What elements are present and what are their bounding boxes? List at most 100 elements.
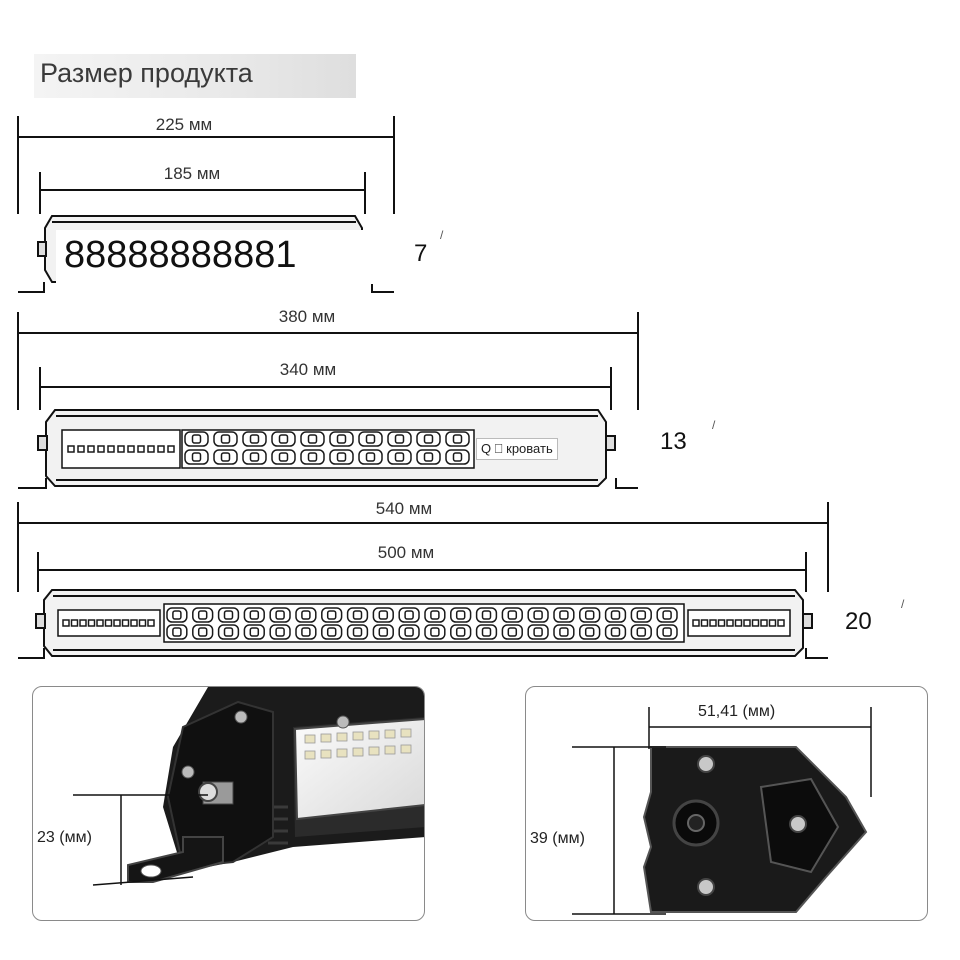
led-lens [223,627,234,637]
led-lens [191,434,202,444]
side-led [768,619,777,627]
side-led [137,445,145,453]
led-lens [172,610,182,620]
side-led [760,619,768,627]
bar2-side-label: 13 [660,428,687,455]
led-lens [197,610,208,620]
side-led [700,619,709,627]
led-lens [378,610,389,620]
led-lens [307,434,318,444]
led-lens [172,627,182,637]
side-led [147,619,155,627]
side-led [107,445,115,453]
bar3-outer-length-label: 540 мм [369,499,439,519]
side-led [113,619,121,627]
led-lens [352,627,363,637]
bar3-side-label: 20 [845,608,872,635]
led-lens [533,627,543,637]
led-lens [249,434,260,444]
led-lens [404,610,414,620]
led-lens [336,452,347,462]
led-lens [365,434,376,444]
bar2-outer-length-label: 380 мм [272,307,342,327]
led-lens [365,452,376,462]
led-lens [352,610,363,620]
led-lens [559,627,569,637]
led-lens [336,434,347,444]
led-lens [430,610,440,620]
led-lens [636,610,647,620]
side-led [79,619,87,627]
led-lens [301,610,311,620]
led-lens [191,452,202,462]
profile-detail-drawing [572,707,872,915]
led-lens [507,610,518,620]
side-led [751,619,760,627]
side-led [121,619,130,627]
led-lens [455,627,466,637]
side-led [777,619,785,627]
led-lens [610,610,621,620]
led-lens [197,627,208,637]
led-lens [404,627,414,637]
led-lens [452,452,463,462]
led-lens [278,452,289,462]
bar1-slash-mark: / [440,228,444,242]
mount-detail-drawing [73,687,424,886]
bar1-code-text: 88888888881 [56,230,382,284]
led-lens [326,610,337,620]
led-lens [533,610,543,620]
side-led [70,619,79,627]
side-led [157,445,165,453]
side-led [717,619,726,627]
led-lens [307,452,318,462]
side-led [138,619,147,627]
side-led [147,445,155,453]
led-lens [249,452,260,462]
led-lens [394,452,405,462]
led-lens [275,610,285,620]
led-lens [423,434,434,444]
profile-width-label: 51,41 (мм) [698,703,776,721]
led-lens [278,434,289,444]
side-led [734,619,743,627]
bar3-inner-length-label: 500 мм [371,543,441,563]
side-led [96,619,104,627]
led-lens [326,627,337,637]
led-lens [559,610,569,620]
page-title: Размер продукта [34,54,356,98]
led-lens [430,627,440,637]
side-led [62,619,70,627]
bar2-slash-mark: / [712,418,716,432]
side-led [743,619,751,627]
side-led [87,619,96,627]
led-lens [452,434,463,444]
led-lens [507,627,518,637]
led-lens [423,452,434,462]
led-lens [394,434,405,444]
led-lens [662,610,672,620]
side-led [692,619,700,627]
bar3-slash-mark: / [901,597,905,611]
led-lens [662,627,672,637]
side-led [726,619,734,627]
mount-height-label: 23 (мм) [37,829,92,847]
led-lens [301,627,311,637]
side-led [127,445,135,453]
bar1-outer-length-label: 225 мм [149,115,219,135]
side-led [167,445,175,453]
led-lens [610,627,621,637]
led-lens [481,610,492,620]
led-lens [275,627,285,637]
side-led [77,445,85,453]
side-led [130,619,138,627]
side-led [709,619,717,627]
bar2-inner-length-label: 340 мм [273,360,343,380]
bar2-badge-text: Q ⎕ кровать [476,438,558,460]
bar3-led-array [62,607,785,640]
led-lens [636,627,647,637]
bar1-side-label: 7 [414,240,428,267]
led-lens [249,627,260,637]
led-lens [220,452,231,462]
led-lens [481,627,492,637]
